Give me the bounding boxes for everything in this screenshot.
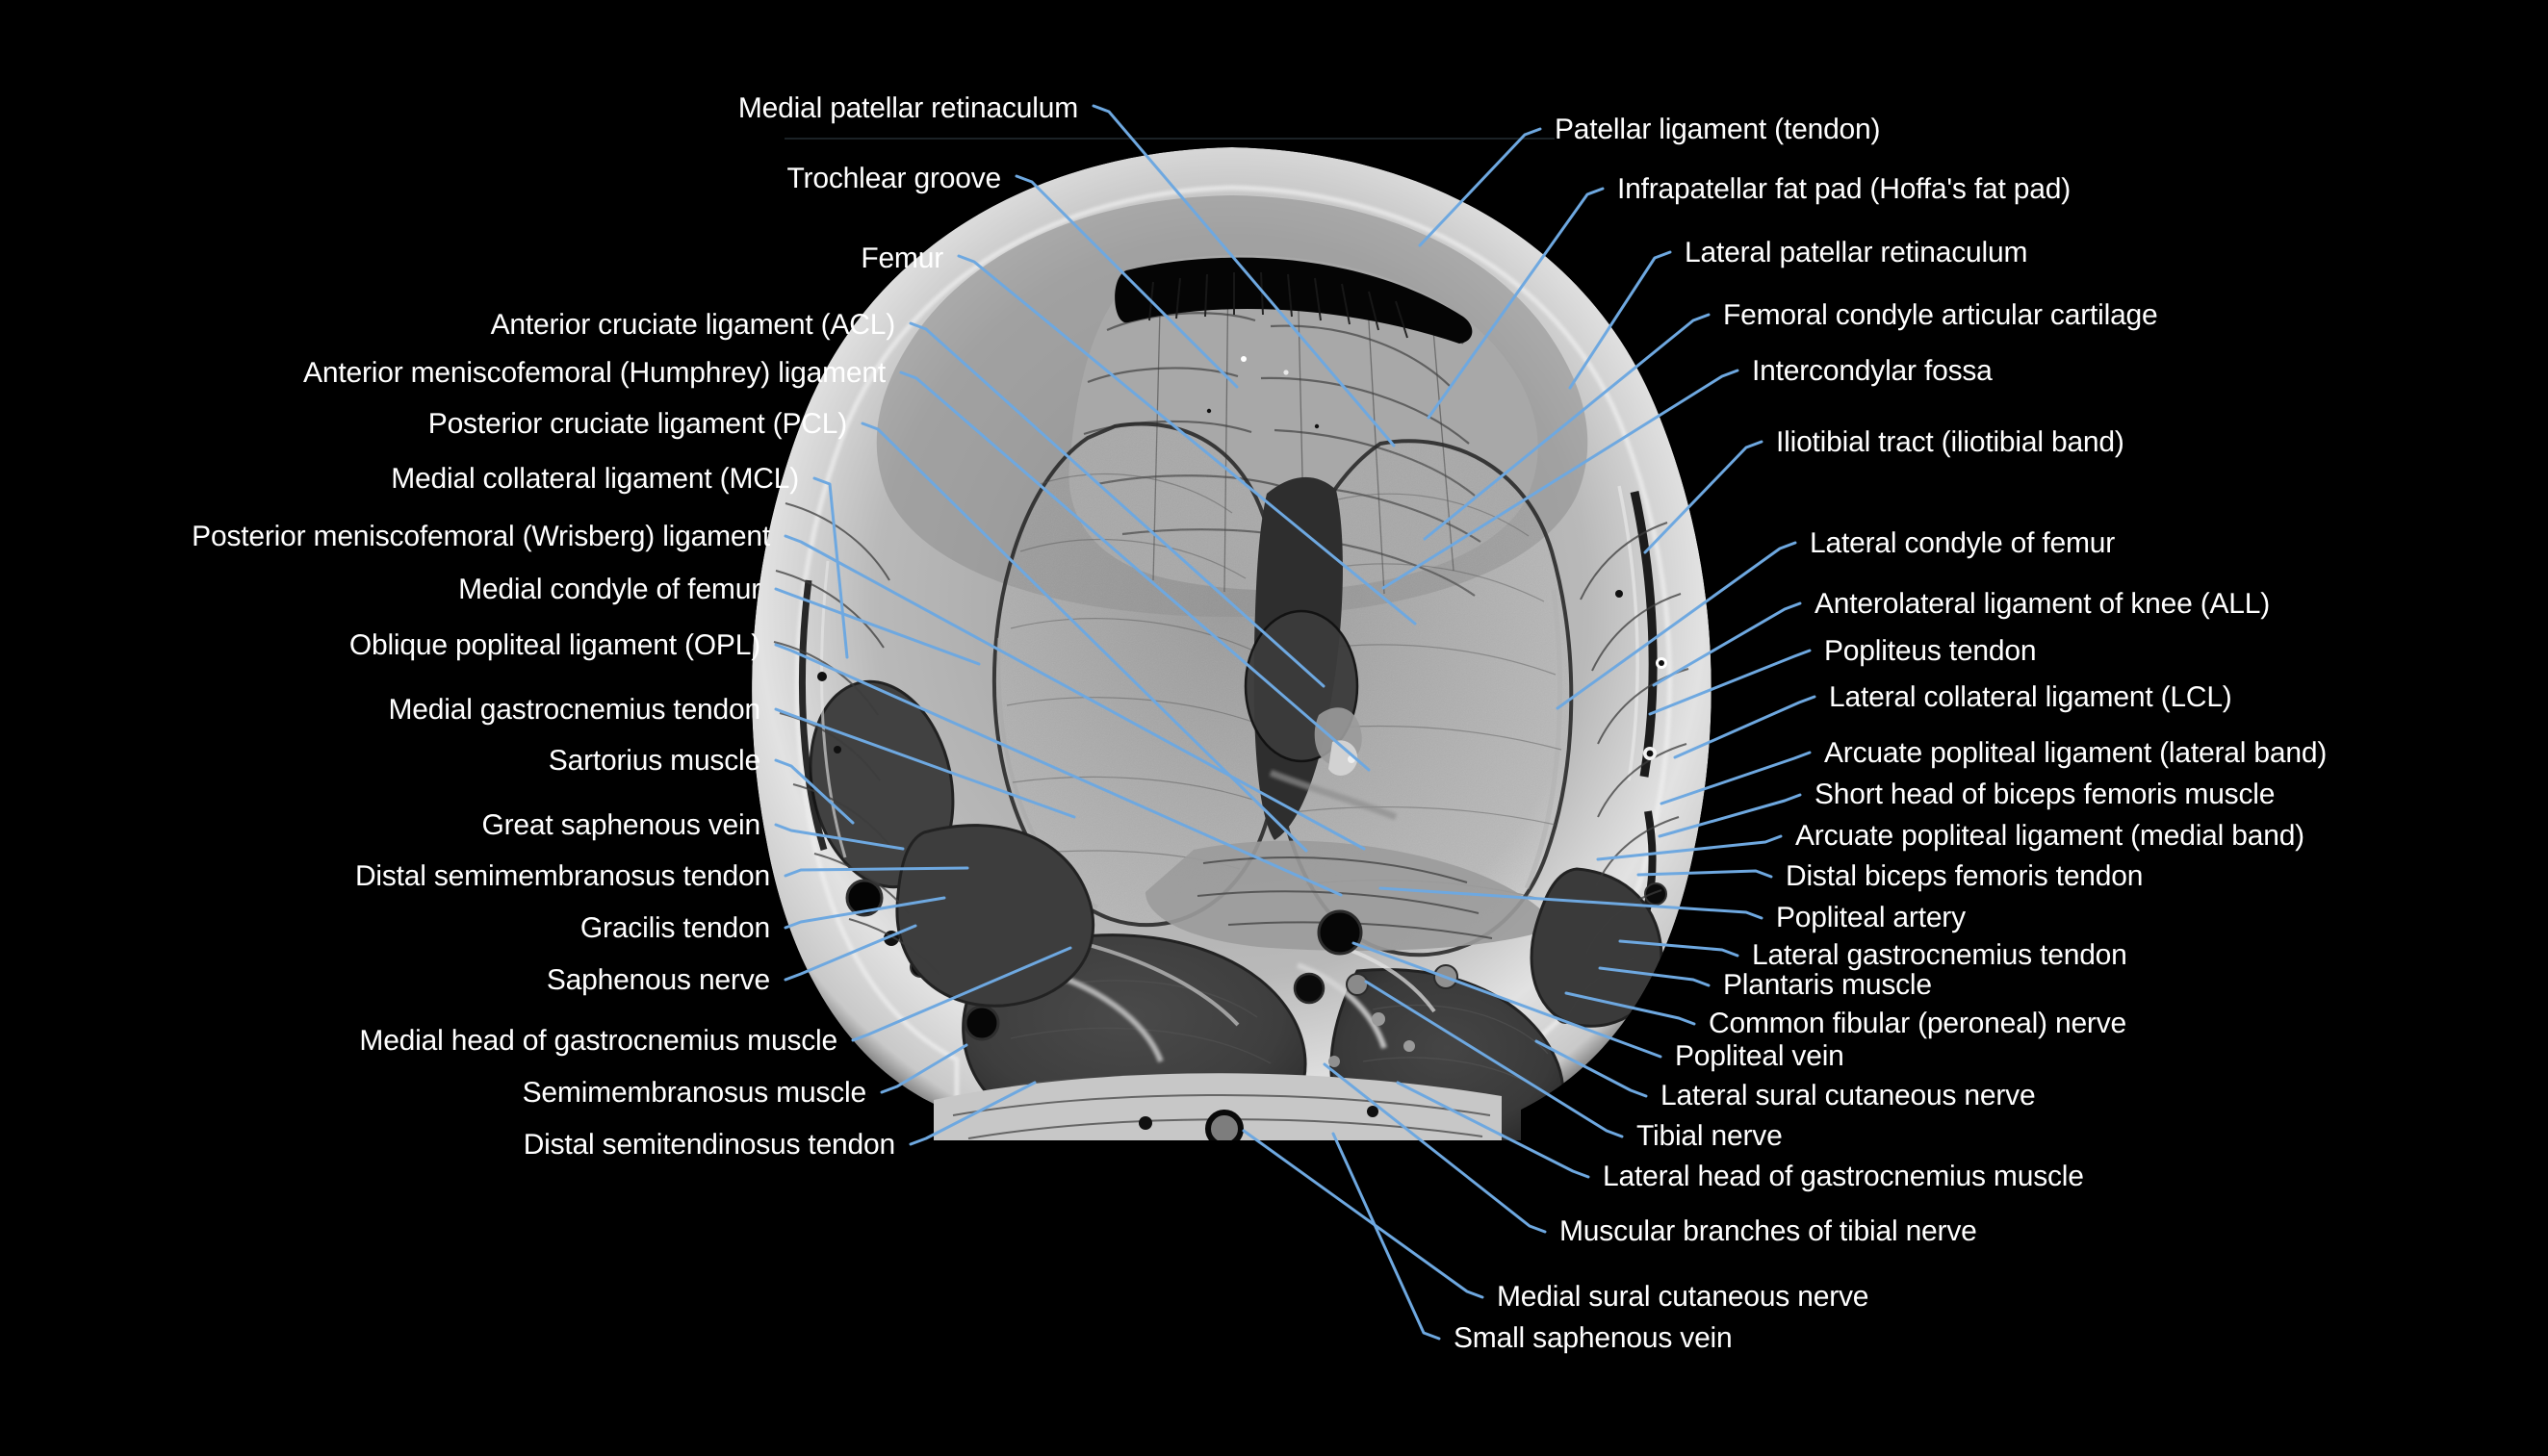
label-distal-semitendinosus-tendon: Distal semitendinosus tendon [523,1129,895,1161]
label-lateral-head-of-gastrocnemius-muscle: Lateral head of gastrocnemius muscle [1603,1161,2084,1192]
label-short-head-of-biceps-femoris-muscle: Short head of biceps femoris muscle [1814,779,2276,810]
label-intercondylar-fossa: Intercondylar fossa [1752,355,1993,387]
label-infrapatellar-fat-pad: Infrapatellar fat pad (Hoffa's fat pad) [1617,173,2071,205]
label-oblique-popliteal-ligament: Oblique popliteal ligament (OPL) [348,629,760,661]
label-anterolateral-ligament-of-knee: Anterolateral ligament of knee (ALL) [1814,588,2271,620]
label-medial-gastrocnemius-tendon: Medial gastrocnemius tendon [388,694,761,726]
label-posterior-cruciate-ligament: Posterior cruciate ligament (PCL) [427,408,847,440]
label-medial-condyle-of-femur: Medial condyle of femur [458,574,760,605]
axial-knee-mri-image [693,138,1771,1144]
label-trochlear-groove: Trochlear groove [786,163,1002,194]
label-distal-biceps-femoris-tendon: Distal biceps femoris tendon [1786,860,2144,892]
label-common-fibular-peroneal-nerve: Common fibular (peroneal) nerve [1709,1008,2127,1039]
label-saphenous-nerve: Saphenous nerve [546,964,770,996]
label-arcuate-popliteal-ligament-lateral: Arcuate popliteal ligament (lateral band… [1824,737,2328,769]
label-femoral-condyle-articular-cartilage: Femoral condyle articular cartilage [1723,299,2158,331]
label-great-saphenous-vein: Great saphenous vein [481,809,760,841]
label-arcuate-popliteal-ligament-medial: Arcuate popliteal ligament (medial band) [1795,820,2304,852]
label-medial-head-of-gastrocnemius-muscle: Medial head of gastrocnemius muscle [359,1025,837,1057]
label-plantaris-muscle: Plantaris muscle [1723,969,1932,1001]
label-lateral-gastrocnemius-tendon: Lateral gastrocnemius tendon [1752,939,2127,971]
label-iliotibial-tract: Iliotibial tract (iliotibial band) [1776,426,2124,458]
label-lateral-patellar-retinaculum: Lateral patellar retinaculum [1685,237,2028,268]
label-gracilis-tendon: Gracilis tendon [579,912,770,944]
label-medial-collateral-ligament: Medial collateral ligament (MCL) [391,463,799,495]
label-muscular-branches-of-tibial-nerve: Muscular branches of tibial nerve [1559,1215,1977,1247]
label-tibial-nerve: Tibial nerve [1636,1120,1783,1152]
label-popliteal-artery: Popliteal artery [1776,902,1966,933]
label-lateral-condyle-of-femur: Lateral condyle of femur [1810,527,2116,559]
label-femur: Femur [861,243,943,274]
label-popliteus-tendon: Popliteus tendon [1824,635,2037,667]
label-medial-sural-cutaneous-nerve: Medial sural cutaneous nerve [1497,1281,1869,1313]
label-sartorius-muscle: Sartorius muscle [548,745,760,777]
label-medial-patellar-retinaculum: Medial patellar retinaculum [737,92,1078,124]
label-anterior-cruciate-ligament: Anterior cruciate ligament (ACL) [490,309,896,341]
leader-small-saphenous-vein [1331,1132,1441,1341]
label-posterior-meniscofemoral-ligament: Posterior meniscofemoral (Wrisberg) liga… [192,521,770,552]
label-patellar-ligament-tendon: Patellar ligament (tendon) [1555,114,1881,145]
label-lateral-collateral-ligament: Lateral collateral ligament (LCL) [1829,681,2232,713]
leader-medial-sural-cutaneous-nerve [1242,1129,1484,1299]
label-popliteal-vein: Popliteal vein [1675,1040,1844,1072]
label-lateral-sural-cutaneous-nerve: Lateral sural cutaneous nerve [1660,1080,2036,1111]
label-semimembranosus-muscle: Semimembranosus muscle [522,1077,867,1109]
label-distal-semimembranosus-tendon: Distal semimembranosus tendon [354,860,770,892]
label-anterior-meniscofemoral-ligament: Anterior meniscofemoral (Humphrey) ligam… [303,357,886,389]
label-small-saphenous-vein: Small saphenous vein [1454,1322,1733,1354]
